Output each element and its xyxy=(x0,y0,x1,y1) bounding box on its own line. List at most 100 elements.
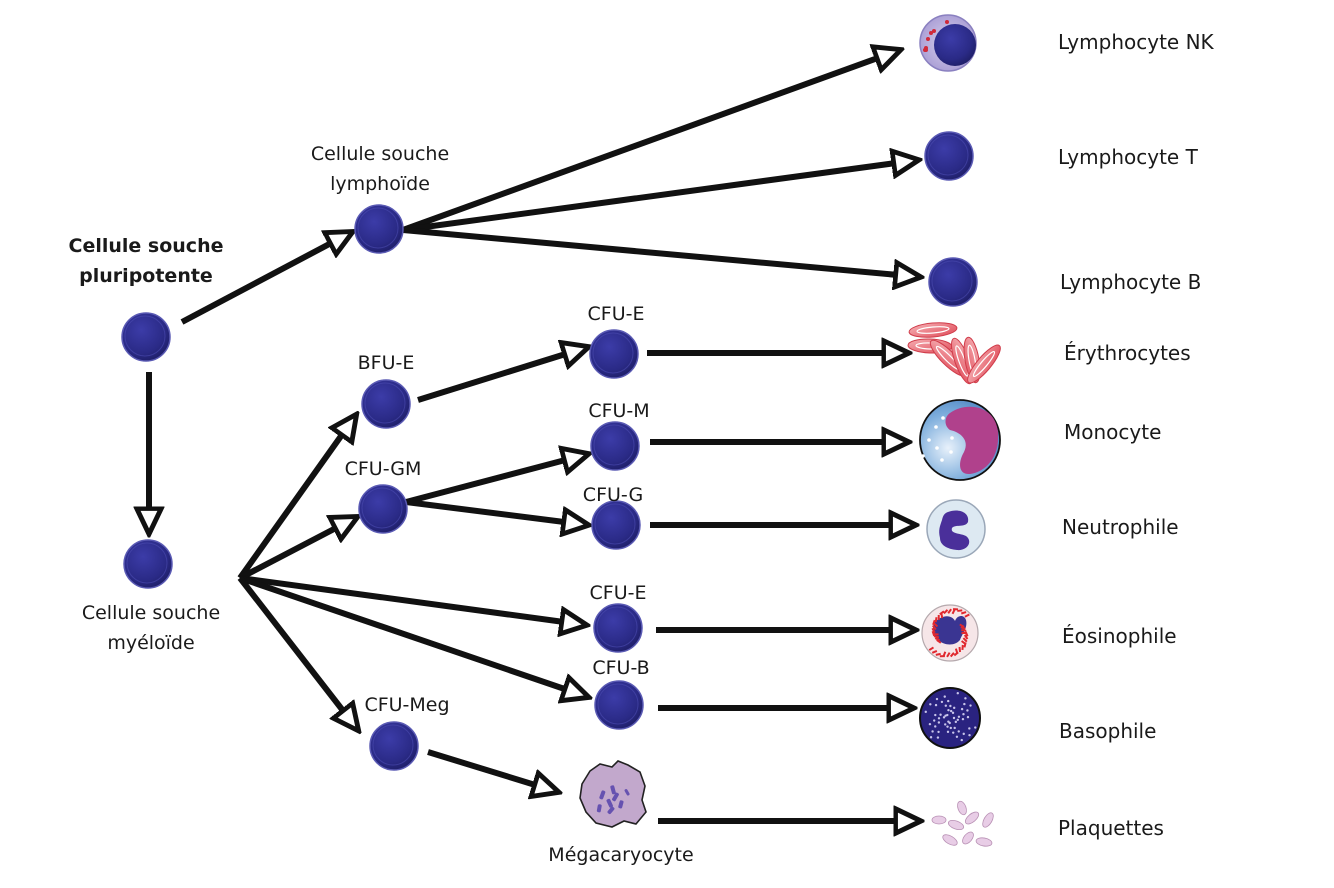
eosinophil-granule xyxy=(961,644,964,651)
basophil-granule xyxy=(957,715,961,718)
monocyte-vacuole xyxy=(950,436,954,440)
megakaryocyte-chromatin xyxy=(607,806,615,815)
platelet xyxy=(931,815,947,825)
label-line: pluripotente xyxy=(79,265,213,287)
cell-rim xyxy=(592,332,634,374)
output-label-neutrophil: Neutrophile xyxy=(1062,515,1179,539)
eosinophil-granule xyxy=(963,634,969,640)
cell-rim xyxy=(594,503,636,545)
arrow-myeloid-to-bfu-e xyxy=(237,415,356,580)
cfu-meg-label: CFU-Meg xyxy=(364,694,450,716)
basophil-granule xyxy=(956,691,959,695)
eosinophil-granule xyxy=(963,642,967,648)
basophil-granule xyxy=(946,713,949,717)
lymphoid-stem-cell xyxy=(354,204,404,254)
basophil-granule xyxy=(931,730,934,733)
basophil-granule xyxy=(937,730,940,734)
eosinophil-granule xyxy=(931,630,936,637)
eosinophil-granule xyxy=(949,652,955,658)
eosinophil-granule xyxy=(964,631,969,637)
nk-granule xyxy=(945,20,949,24)
basophil-granule xyxy=(960,707,964,711)
megakaryocyte-cell xyxy=(579,760,647,828)
basophil-granule xyxy=(940,700,944,704)
eosinophil-granule xyxy=(939,610,945,615)
arrow-myeloid-to-cfu-b xyxy=(239,575,588,697)
basophil-granule xyxy=(933,719,936,722)
cells-group xyxy=(121,14,1001,847)
eosinophil-granule xyxy=(936,639,942,644)
eosinophil-granule xyxy=(928,646,935,651)
cfu-gm-cell xyxy=(358,484,408,534)
cell-rim xyxy=(126,542,168,584)
erythrocytes-cells xyxy=(907,322,1001,385)
lymphocyte-t-cell xyxy=(924,131,974,181)
basophil-granule xyxy=(963,702,966,706)
basophil-cell xyxy=(919,687,981,749)
basophil-granule xyxy=(962,732,965,736)
basophil-granule xyxy=(969,704,972,707)
basophil-granule xyxy=(946,725,949,728)
cell-body xyxy=(354,204,404,254)
cfu-e-erythroid-label: CFU-E xyxy=(587,303,645,325)
basophil-granule xyxy=(934,703,938,707)
monocyte-nucleus xyxy=(945,406,999,475)
pluripotent-stem-cell-label: Cellule souche pluripotente xyxy=(69,231,224,291)
megakaryocyte-chromatin xyxy=(599,790,606,800)
cfu-m-label: CFU-M xyxy=(588,400,650,422)
monocyte-vacuole xyxy=(949,450,953,454)
eosinophil-cell xyxy=(921,604,979,662)
output-label-erythrocytes: Érythrocytes xyxy=(1064,341,1191,365)
monocyte-vacuole xyxy=(940,458,944,462)
megakaryocyte-chromatin xyxy=(610,785,616,795)
basophil-granule xyxy=(929,736,933,739)
eosinophil-granule xyxy=(937,614,940,620)
platelet xyxy=(947,819,965,831)
label-line: myéloïde xyxy=(107,632,195,654)
arrow-myeloid-to-cfu-e xyxy=(239,575,586,625)
megakaryocyte-chromatin xyxy=(624,789,630,796)
monocyte-vacuole xyxy=(935,446,939,450)
platelets-group xyxy=(931,800,994,847)
basophil-granule xyxy=(952,731,955,734)
eosinophil-granule xyxy=(939,655,945,658)
cell-rim xyxy=(597,683,639,725)
cell-rim xyxy=(927,134,969,176)
eosinophil-granule xyxy=(946,652,951,658)
erythrocyte xyxy=(908,322,958,338)
basophil-granule xyxy=(956,718,959,721)
eosinophil-granule xyxy=(957,609,963,612)
cfu-e-eosinophil-cell xyxy=(593,603,643,653)
platelet xyxy=(975,837,993,847)
output-label-nk: Lymphocyte NK xyxy=(1058,30,1214,54)
cell-rim xyxy=(931,260,973,302)
basophil-granule xyxy=(935,697,939,701)
arrow-bfu-e-to-cfu-e xyxy=(417,347,588,403)
eosinophil-granule xyxy=(935,652,941,656)
label-line: lymphoïde xyxy=(330,173,430,195)
cell-rim xyxy=(124,315,166,357)
basophil-granule xyxy=(952,716,956,720)
output-label-basophil: Basophile xyxy=(1059,719,1157,743)
output-label-monocyte: Monocyte xyxy=(1064,420,1162,444)
cfu-m-cell xyxy=(590,421,640,471)
basophil-granule xyxy=(939,713,942,716)
megakaryocyte-label: Mégacaryocyte xyxy=(548,844,694,866)
nk-granule xyxy=(929,31,933,35)
monocyte-vacuole xyxy=(921,454,925,458)
cfu-g-label: CFU-G xyxy=(582,484,644,506)
eosinophil-granule xyxy=(931,624,937,631)
basophil-granule xyxy=(936,736,940,739)
eosinophil-granule xyxy=(943,609,949,615)
eosinophil-granule xyxy=(932,619,936,626)
basophil-granule xyxy=(937,721,941,724)
basophil-granule xyxy=(968,733,971,737)
cell-rim xyxy=(361,487,403,529)
eosinophil-granule xyxy=(931,650,938,654)
eosinophil-granule xyxy=(952,608,959,611)
basophil-granule xyxy=(944,723,947,726)
nk-nucleus xyxy=(934,24,976,66)
erythrocyte xyxy=(967,344,1001,384)
basophil-granule xyxy=(957,730,960,733)
